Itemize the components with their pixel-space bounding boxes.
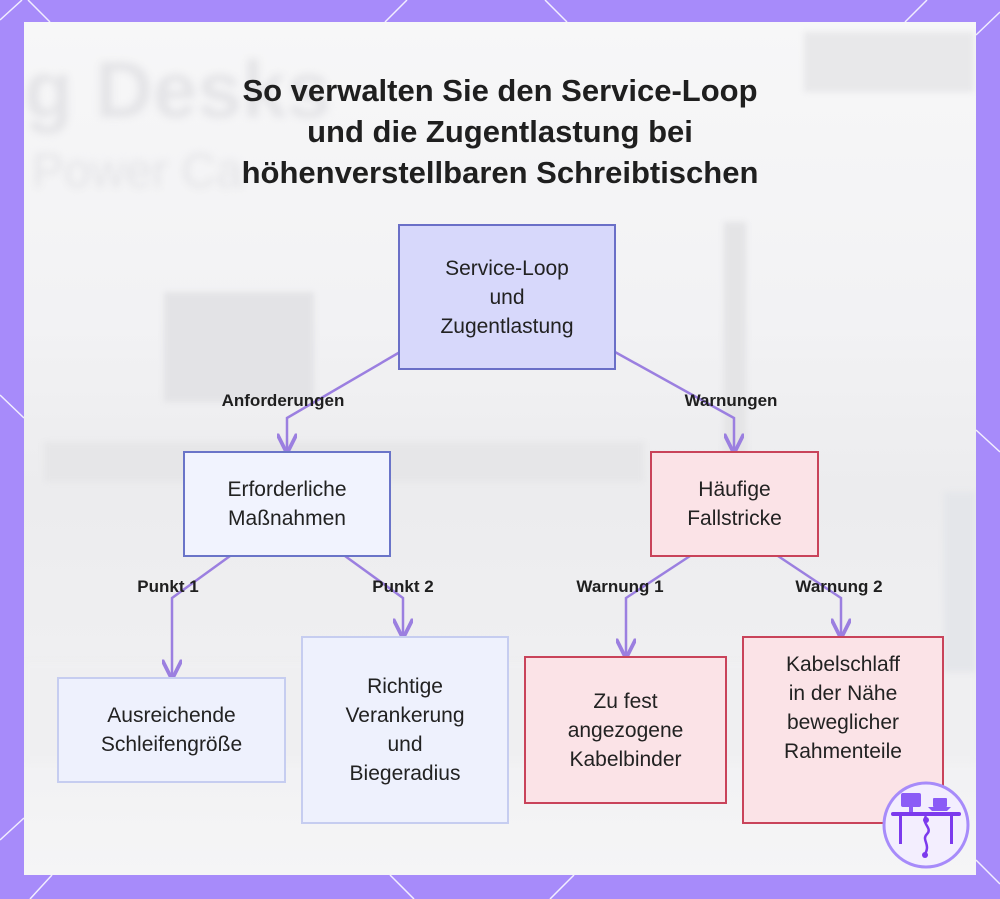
node-cable-slack-line-4: Rahmenteile [784, 740, 902, 763]
node-cable-slack-line-3: beweglicher [786, 711, 900, 734]
title-line-2: und die Zugentlastung bei [307, 114, 693, 149]
edge-label-warning-1: Warnung 1 [576, 577, 664, 596]
edge-label-warning-2: Warnung 2 [795, 577, 883, 596]
node-service-loop-line-1: Service-Loop [445, 256, 569, 280]
node-tight-cable-ties: Zu fest angezogene Kabelbinder [524, 656, 727, 804]
node-anchoring-line-2: Verankerung [345, 704, 465, 727]
edge-label-warnings: Warnungen [684, 391, 778, 410]
node-service-loop: Service-Loop und Zugentlastung [398, 224, 616, 370]
node-loop-size: Ausreichende Schleifengröße [57, 677, 286, 783]
edge-label-point-1: Punkt 1 [137, 577, 199, 596]
title-line-1: So verwalten Sie den Service-Loop [242, 73, 758, 108]
node-common-pitfalls-line-1: Häufige [698, 478, 771, 501]
node-required-measures: Erforderliche Maßnahmen [183, 451, 391, 557]
node-anchoring-line-4: Biegeradius [349, 762, 461, 785]
background-lamp [804, 32, 974, 92]
background-heading-text: g Desks [24, 45, 331, 134]
edge-label-requirements: Anforderungen [221, 391, 345, 410]
edge-root-pitfalls [614, 350, 734, 451]
node-required-measures-line-1: Erforderliche [227, 478, 347, 501]
node-anchoring-line-1: Richtige [367, 675, 443, 698]
desk-cable-logo-icon [882, 781, 970, 869]
node-loop-size-line-2: Schleifengröße [100, 733, 243, 756]
node-cable-slack-line-1: Kabelschlaff [785, 653, 901, 676]
edge-label-point-2: Punkt 2 [372, 577, 434, 596]
node-common-pitfalls: Häufige Fallstricke [650, 451, 819, 557]
node-service-loop-line-3: Zugentlastung [440, 314, 574, 338]
title-line-3: höhenverstellbaren Schreibtischen [241, 155, 759, 190]
edge-requirements-loop-size [172, 554, 231, 677]
node-anchoring-line-3: und [387, 733, 423, 756]
background-desk-side [944, 492, 976, 672]
edge-pitfalls-cable-ties [626, 554, 691, 656]
edge-pitfalls-slack [777, 554, 841, 636]
node-service-loop-line-2: und [489, 285, 525, 309]
node-tight-cable-ties-line-1: Zu fest [593, 689, 658, 713]
background-subheading-text: Power Ca [32, 145, 243, 198]
node-anchoring-bend-radius: Richtige Verankerung und Biegeradius [301, 636, 509, 824]
diagram-title: So verwalten Sie den Service-Loop und di… [140, 70, 860, 193]
node-common-pitfalls-line-2: Fallstricke [687, 507, 782, 530]
edge-root-requirements [287, 350, 401, 451]
edge-requirements-anchoring [344, 554, 403, 636]
node-cable-slack-line-2: in der Nähe [788, 682, 898, 705]
node-tight-cable-ties-line-2: angezogene [567, 718, 684, 742]
node-required-measures-line-2: Maßnahmen [228, 507, 346, 530]
background-monitor [164, 292, 314, 402]
node-loop-size-line-1: Ausreichende [107, 704, 236, 727]
node-tight-cable-ties-line-3: Kabelbinder [569, 747, 682, 771]
